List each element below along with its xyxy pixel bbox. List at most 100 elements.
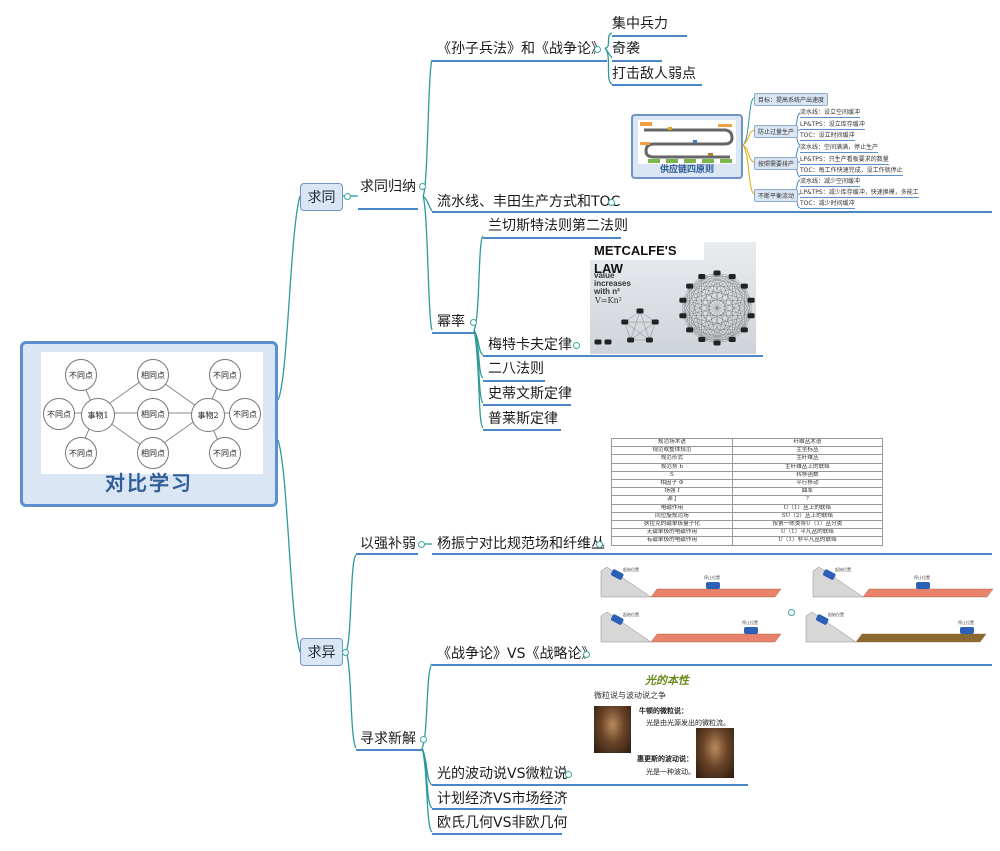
root-node[interactable]: 不同点 不同点 不同点 事物1 相同点 相同点 相同点 事物2 不同点 不同点 … bbox=[20, 341, 278, 507]
underline bbox=[356, 553, 418, 555]
light-nature-image: 光的本性 微粒说与波动说之争 牛顿的微粒说： 光是由光源发出的微粒流。 惠更斯的… bbox=[589, 669, 745, 781]
common-point: 相同点 bbox=[137, 398, 169, 430]
leaf-concentrate-forces[interactable]: 集中兵力 bbox=[612, 16, 668, 32]
node-seek-new-solution[interactable]: 寻求新解 bbox=[360, 731, 416, 747]
leaf-stevens[interactable]: 史蒂文斯定律 bbox=[488, 386, 572, 402]
node-assembly-toyota-toc[interactable]: 流水线、丰田生产方式和TOC bbox=[437, 194, 621, 210]
phone-icon bbox=[747, 313, 755, 319]
ramp-2-car-start bbox=[610, 614, 624, 625]
collapse-toggle-icon[interactable] bbox=[608, 199, 615, 206]
collapse-toggle-icon[interactable] bbox=[596, 541, 603, 548]
huygens-portrait bbox=[696, 728, 734, 778]
phone-icon bbox=[686, 283, 694, 289]
phone-icon bbox=[679, 297, 687, 303]
leaf-strike-weakness[interactable]: 打击敌人弱点 bbox=[612, 66, 696, 82]
node-light-wave-particle[interactable]: 光的波动说VS微粒说 bbox=[437, 766, 568, 782]
ramp-3-car-stop bbox=[916, 582, 930, 589]
leaf-pareto[interactable]: 二八法则 bbox=[488, 361, 544, 377]
phone-icon bbox=[594, 339, 602, 345]
leaf-surprise-attack[interactable]: 奇袭 bbox=[612, 41, 640, 57]
supply-chain-image-card: 供应链四原则 bbox=[631, 114, 743, 179]
collapse-toggle-icon[interactable] bbox=[788, 609, 795, 616]
underline bbox=[612, 35, 687, 37]
light-title: 光的本性 bbox=[645, 674, 689, 687]
node-power-law[interactable]: 幂率 bbox=[437, 314, 465, 330]
collapse-toggle-icon[interactable] bbox=[342, 649, 349, 656]
node-seek-same-induction[interactable]: 求同归纳 bbox=[360, 179, 416, 195]
leaf-lanchester[interactable]: 兰切斯特法则第二法则 bbox=[488, 218, 628, 234]
phone-icon bbox=[728, 337, 736, 343]
network-graph bbox=[594, 270, 755, 346]
caption-line: increases bbox=[594, 279, 631, 288]
gauge-term: 规范或整体规范 bbox=[611, 446, 733, 456]
phone-icon bbox=[679, 313, 687, 319]
collapse-toggle-icon[interactable] bbox=[573, 342, 580, 349]
fiber-term: U（1）丛上的联络 bbox=[731, 503, 884, 513]
collapse-toggle-icon[interactable] bbox=[594, 46, 601, 53]
small-network bbox=[621, 308, 659, 343]
diff-point: 不同点 bbox=[229, 398, 261, 430]
node-sunzi-clausewitz[interactable]: 《孙子兵法》和《战争论》 bbox=[437, 41, 605, 57]
collapse-toggle-icon[interactable] bbox=[420, 736, 427, 743]
table-row: 规范形式主纤维丛 bbox=[611, 454, 884, 464]
underline bbox=[432, 332, 474, 334]
table-row: 源 J? bbox=[611, 495, 884, 505]
collapse-toggle-icon[interactable] bbox=[419, 183, 426, 190]
light-subtitle: 微粒说与波动说之争 bbox=[594, 691, 666, 700]
underline bbox=[432, 664, 992, 666]
underline bbox=[358, 208, 418, 210]
gauge-term: 相因子 Φ bbox=[611, 479, 733, 489]
metcalfe-image: METCALFE'S LAW value increases with n² V… bbox=[590, 242, 756, 354]
underline bbox=[483, 380, 545, 382]
underline bbox=[483, 429, 561, 431]
underline bbox=[432, 553, 992, 555]
node-strong-weak[interactable]: 以强补弱 bbox=[360, 536, 416, 552]
phone-icon bbox=[698, 337, 706, 343]
diff-point: 不同点 bbox=[65, 359, 97, 391]
newton-text: 光是由光源发出的微粒流。 bbox=[646, 719, 730, 727]
collapse-toggle-icon[interactable] bbox=[418, 541, 425, 548]
collapse-toggle-icon[interactable] bbox=[344, 193, 351, 200]
sc-principle-1: 防止过量生产 bbox=[754, 125, 799, 138]
ramp-4-car-stop bbox=[960, 627, 974, 634]
collapse-toggle-icon[interactable] bbox=[565, 771, 572, 778]
phone-icon bbox=[651, 319, 659, 325]
leaf-metcalfe[interactable]: 梅特卡夫定律 bbox=[488, 337, 572, 353]
node-planned-vs-market[interactable]: 计划经济VS市场经济 bbox=[437, 791, 568, 807]
node-yang-gauge-fiber[interactable]: 杨振宁对比规范场和纤维丛 bbox=[437, 536, 605, 552]
table-row: 规范或整体规范主坐标丛 bbox=[611, 446, 884, 456]
sc-leaf: TOC：设立时间缓冲 bbox=[800, 132, 855, 141]
fiber-term: SU（2）丛上的联络 bbox=[731, 511, 884, 522]
ramp-2-start-label: 起始位置 bbox=[623, 611, 639, 617]
gauge-term: 规范形式 bbox=[611, 454, 733, 464]
ramp-1-car-start bbox=[610, 569, 624, 580]
collapse-toggle-icon[interactable] bbox=[470, 319, 477, 326]
fiber-term: ? bbox=[731, 495, 884, 505]
gauge-term: 电磁作用 bbox=[611, 503, 733, 513]
collapse-toggle-icon[interactable] bbox=[583, 651, 590, 658]
diff-point: 不同点 bbox=[65, 437, 97, 469]
thing-2: 事物2 bbox=[191, 398, 225, 432]
node-euclid-vs-noneuclid[interactable]: 欧氏几何VS非欧几何 bbox=[437, 815, 568, 831]
ramp-3-start-label: 起始位置 bbox=[835, 566, 851, 572]
sc-leaf: 流水线：设立空间缓冲 bbox=[800, 109, 861, 118]
leaf-price[interactable]: 普莱斯定律 bbox=[488, 411, 558, 427]
common-point: 相同点 bbox=[137, 359, 169, 391]
node-war-vs-strategy[interactable]: 《战争论》VS《战略论》 bbox=[437, 646, 596, 662]
node-seek-same[interactable]: 求同 bbox=[300, 183, 343, 211]
phone-icon bbox=[713, 270, 721, 276]
phone-icon bbox=[645, 337, 653, 343]
phone-icon bbox=[636, 308, 644, 314]
large-network bbox=[679, 270, 755, 346]
root-title: 对比学习 bbox=[105, 471, 193, 495]
ramp-1-car-stop bbox=[706, 582, 720, 589]
fiber-term: 主纤维丛 bbox=[731, 454, 884, 464]
node-seek-diff[interactable]: 求异 bbox=[300, 638, 343, 666]
metcalfe-formula: V=Kn² bbox=[595, 296, 622, 305]
sc-goal: 目标：提高系统产出速度 bbox=[754, 93, 829, 106]
sc-leaf: TOC：减少时间缓冲 bbox=[800, 200, 855, 209]
common-point: 相同点 bbox=[137, 437, 169, 469]
gauge-term: 同位旋规范场 bbox=[611, 511, 733, 522]
